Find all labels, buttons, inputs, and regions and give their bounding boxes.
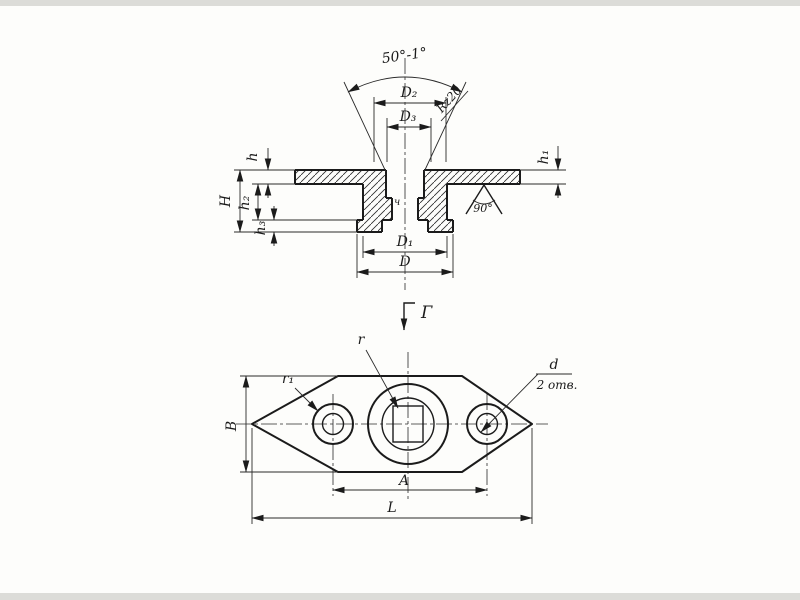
r1-label: r₁	[282, 371, 294, 387]
L-label: L	[386, 500, 396, 516]
dimension-cone-angle: 50°-1°	[347, 45, 463, 93]
d2-extension-lines	[373, 97, 447, 162]
countersink-v-lines	[465, 184, 503, 215]
plan-centerlines	[236, 352, 548, 500]
plan-view: Г r r₁ d 2 отв.	[224, 302, 578, 524]
d2-label: D₂	[400, 85, 418, 101]
B-label: B	[224, 421, 240, 432]
scan-edge-bottom	[0, 593, 800, 600]
dimension-r: r	[358, 332, 399, 409]
r1-leader	[294, 387, 319, 412]
left-hole-inner-circle	[321, 412, 345, 436]
dimension-L: L	[251, 428, 533, 524]
dimension-A: A	[332, 473, 488, 494]
h3-label: h₃	[253, 220, 269, 235]
boss-outer-circle	[367, 383, 449, 465]
dimension-D3: D₃	[386, 109, 432, 162]
dimension-h1: h₁	[536, 146, 562, 198]
d-leader	[480, 373, 539, 433]
dimension-h2: h₂	[237, 183, 262, 221]
h2-label: h₂	[237, 195, 253, 210]
square-bore	[392, 405, 424, 443]
d3-label: D₃	[399, 109, 417, 125]
d-label: D	[398, 254, 410, 270]
holes-count-label: 2 отв.	[536, 378, 578, 392]
dimension-h: h	[245, 148, 272, 198]
dimension-H: H	[218, 169, 244, 233]
boss-inner-circle	[381, 397, 435, 451]
h-label: h	[245, 152, 261, 161]
bore-mark-label: ч	[394, 197, 400, 208]
dimension-h3: h₃	[253, 206, 278, 246]
dimension-B: B	[224, 375, 338, 473]
dimension-countersink-angle: 90°	[465, 184, 503, 215]
countersink-angle-label: 90°	[473, 202, 493, 215]
section-view: 50°-1° Rz20 D₂ D₃ h	[218, 45, 566, 290]
scan-edge-top	[0, 0, 800, 6]
L-extension-lines	[251, 428, 533, 524]
A-label: A	[397, 473, 409, 489]
hatched-right-flange	[424, 170, 520, 184]
countersink-angle-arc	[472, 199, 496, 205]
r-leader	[365, 349, 399, 409]
h1-label: h₁	[536, 150, 552, 165]
dimension-D: D	[356, 234, 454, 278]
right-hole-outer-circle	[466, 403, 508, 445]
d1-label: D₁	[396, 234, 414, 250]
height-extension-lines	[234, 169, 566, 233]
H-label: H	[218, 194, 234, 208]
section-part-outline	[294, 169, 521, 233]
view-label: Г	[420, 303, 433, 323]
dimension-d-holes: d 2 отв.	[480, 357, 578, 433]
dimension-r1: r₁	[282, 371, 319, 412]
dimension-D1: D₁	[362, 234, 448, 258]
dimension-D2: D₂	[373, 85, 447, 162]
angle-arc	[347, 76, 463, 93]
right-hole-inner-circle	[475, 412, 499, 436]
d-hole-label: d	[550, 357, 559, 373]
cone-angle-label: 50°-1°	[381, 45, 428, 67]
r-label: r	[358, 332, 366, 348]
roughness-leader	[440, 90, 469, 122]
left-hole-outer-circle	[312, 403, 354, 445]
view-direction-marker: Г	[400, 302, 433, 331]
B-extension-lines	[240, 375, 338, 473]
view-arrow	[400, 302, 415, 331]
hatched-left-flange	[295, 170, 386, 184]
